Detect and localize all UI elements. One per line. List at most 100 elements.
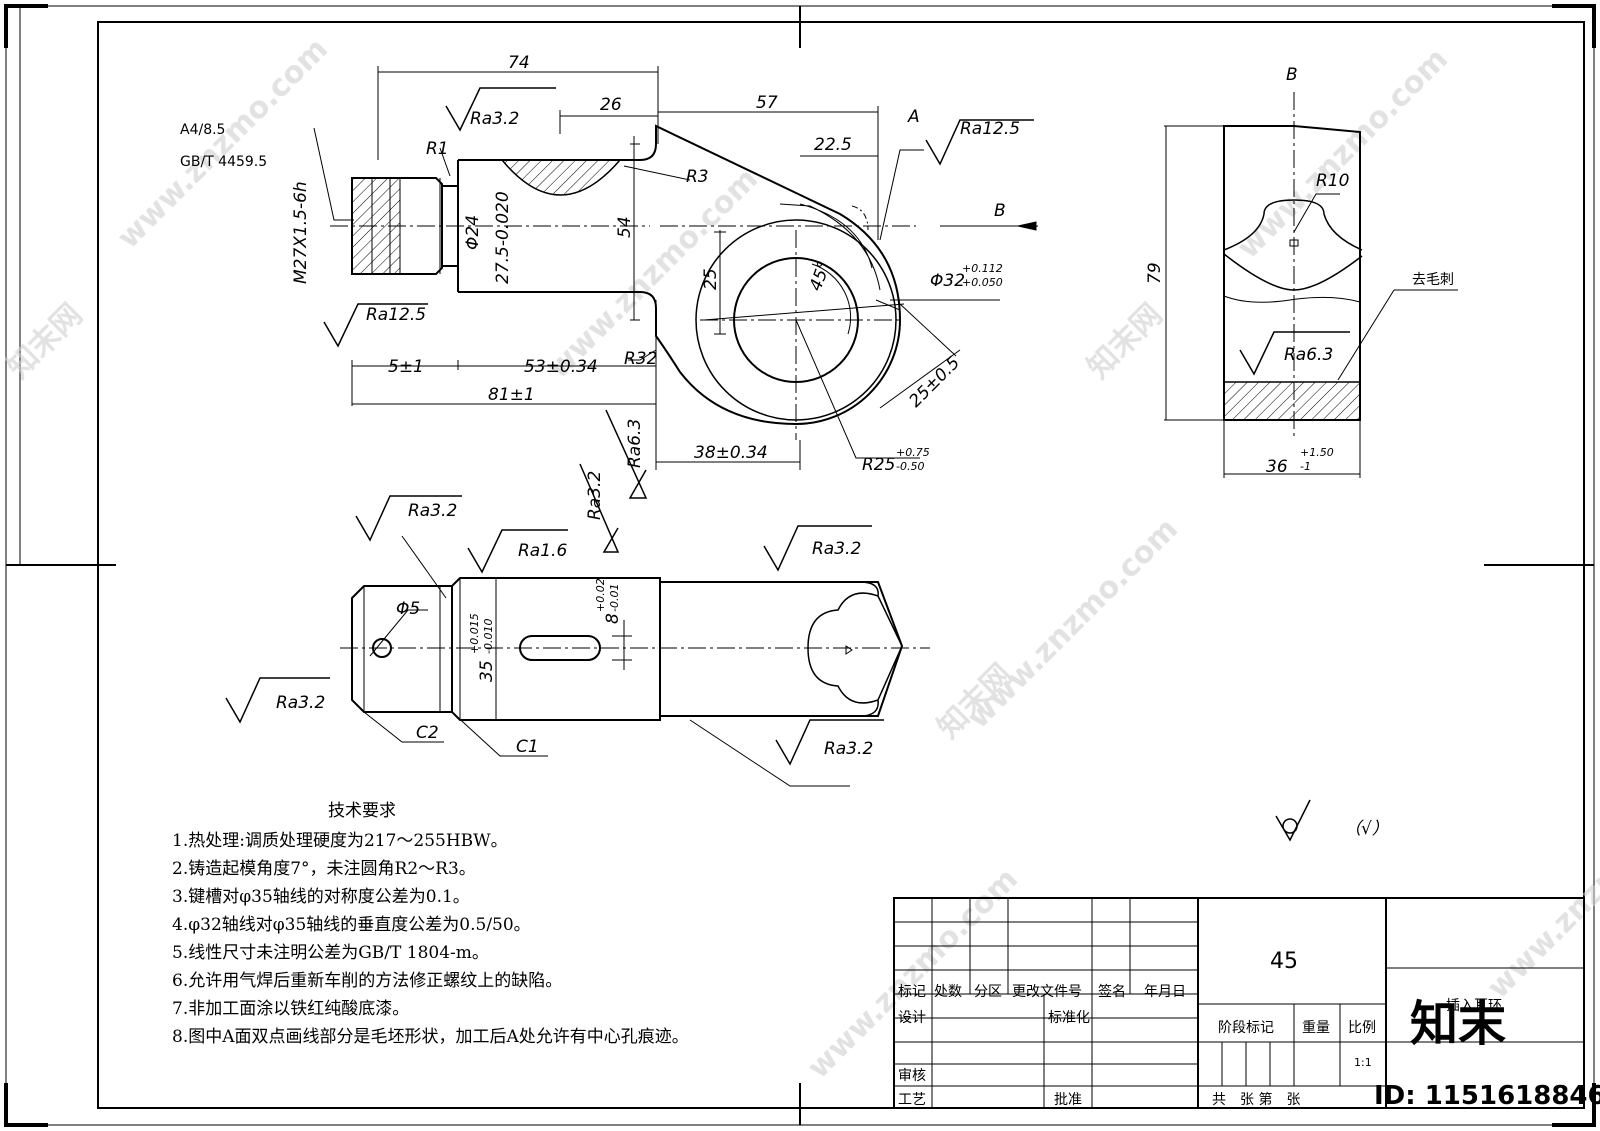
label-a: A [907,107,920,127]
ra-label: Ra3.2 [812,539,861,559]
thread-note-2: GB/T 4459.5 [180,154,267,170]
side-view-dimensions [1164,125,1458,478]
dim-5: 5±1 [388,357,424,377]
dim-8: 8 [603,613,623,624]
thread-note-1: A4/8.5 [180,122,225,138]
tech-item: 2.铸造起模角度7°，未注圆角R2～R3。 [172,859,476,879]
front-view-dimensions [313,66,1038,470]
top-view-dimensions [363,535,850,787]
dim-79: 79 [1145,262,1165,284]
dim-45deg: 45° [806,259,835,294]
tech-item: 3.键槽对φ35轴线的对称度公差为0.1。 [172,887,470,907]
ra-label: Ra12.5 [960,119,1020,139]
label-r1: R1 [426,139,449,159]
tb-weight: 重量 [1302,1020,1330,1036]
label-c1: C1 [516,737,539,757]
tech-title: 技术要求 [328,801,396,821]
tb-scale-value: 1:1 [1354,1056,1372,1069]
dim-phi32: Φ32 [930,271,965,291]
watermark-brand: 知末网 [1,297,89,385]
tech-item: 7.非加工面涂以铁红纯酸底漆。 [172,999,409,1019]
ra-label: Ra3.2 [470,109,519,129]
tb-header-mark: 标记 [898,984,926,1000]
side-view-labels: B R10 79 去毛刺 Ra6.3 36 +1.50 -1 [1145,65,1454,477]
tb-stage: 阶段标记 [1218,1020,1274,1036]
tb-header-sign: 签名 [1098,983,1126,1000]
title-block-text: 45 插入耳环 标记 处数 分区 更改文件号 签名 年月日 设计 标准化 审核 … [898,949,1502,1108]
ra-label: Ra3.2 [276,693,325,713]
tb-design: 设计 [898,1010,926,1026]
top-view [340,577,930,721]
tb-review: 审核 [898,1068,926,1084]
dim-27-5: 27.5-0.020 [493,191,513,284]
label-r32: R32 [624,349,657,369]
dim-25-05: 25±0.5 [905,353,964,412]
dim-36-tol-up: +1.50 [1300,446,1334,459]
ra-label: Ra12.5 [366,305,426,325]
dim-35-tol-dn: -0.010 [482,619,495,654]
ra-label: Ra6.3 [625,419,645,468]
tb-header-count: 处数 [934,984,962,1000]
watermark-text: www.znzmo.com [1481,782,1600,1006]
tech-item: 8.图中A面双点画线部分是毛坯形状，加工后A处允许有中心孔痕迹。 [172,1027,689,1047]
dim-phi32-tol-dn: +0.050 [962,276,1003,289]
dim-phi32-tol-up: +0.112 [962,262,1003,275]
tb-header-date: 年月日 [1144,984,1186,1000]
dim-22-5: 22.5 [814,135,852,155]
general-roughness-label: （√） [1344,819,1389,839]
ra-label: Ra3.2 [585,471,605,520]
technical-requirements: 技术要求 1.热处理:调质处理硬度为217～255HBW。 2.铸造起模角度7°… [172,801,689,1047]
tb-approve: 批准 [1054,1092,1082,1108]
tech-item: 6.允许用气焊后重新车削的方法修正螺纹上的缺陷。 [172,971,562,991]
dim-26: 26 [600,95,622,115]
tb-scale: 比例 [1348,1020,1376,1036]
watermark-brand: 知末网 [1081,297,1169,385]
ra-label: Ra3.2 [824,739,873,759]
dim-36: 36 [1266,457,1288,477]
label-r25-tol-up: +0.75 [896,446,930,459]
label-r25-tol-dn: -0.50 [896,460,924,473]
tb-process: 工艺 [898,1092,926,1108]
dim-35: 35 [477,660,497,682]
title-block [893,897,1585,1109]
dim-36-tol-dn: -1 [1300,460,1311,473]
tech-item: 5.线性尺寸未注明公差为GB/T 1804-m。 [172,943,489,963]
ra-label: Ra1.6 [518,541,567,561]
tech-item: 4.φ32轴线对φ35轴线的垂直度公差为0.5/50。 [172,915,531,935]
dim-phi24: Φ24 [463,215,483,250]
sheet-frame [4,4,1596,1127]
front-view [330,124,916,440]
ra-label: Ra6.3 [1284,345,1333,365]
dim-8-tol-dn: -0.01 [608,584,621,612]
side-view [1223,92,1363,440]
dim-38: 38±0.34 [694,443,768,463]
part-name: 插入耳环 [1446,998,1502,1014]
tb-header-zone: 分区 [974,984,1002,1000]
tech-item: 1.热处理:调质处理硬度为217～255HBW。 [172,831,508,851]
dim-8-tol-up: +0.02 [594,578,607,612]
label-r3: R3 [686,167,709,187]
tb-standard: 标准化 [1048,1010,1090,1026]
label-r10: R10 [1316,171,1349,191]
label-phi5: Φ5 [396,599,420,619]
label-b-arrow: B [994,201,1006,221]
top-view-labels: Φ5 35 +0.015 -0.010 8 +0.02 -0.01 C2 C1 … [276,471,873,759]
dim-25: 25 [701,268,721,290]
roughness-symbols [225,87,1350,766]
dim-81: 81±1 [488,385,535,405]
dim-54: 54 [615,216,635,238]
label-section-b: B [1286,65,1298,85]
watermark-id: ID: 1151618846 [1374,1081,1600,1111]
dim-thread: M27X1.5-6h [291,181,311,284]
dim-35-tol-up: +0.015 [468,613,481,654]
dim-74: 74 [508,53,530,73]
material: 45 [1270,949,1298,974]
label-r25: R25 [862,455,895,475]
watermark-text: www.znzmo.com [801,862,1025,1086]
watermark-logo: 知末 [1410,996,1506,1052]
general-roughness [1275,799,1311,842]
label-deburr: 去毛刺 [1412,272,1454,288]
dim-57: 57 [756,93,778,113]
front-view-labels: 74 26 57 22.5 A B A4/8.5 GB/T 4459.5 R1 … [180,53,1020,475]
